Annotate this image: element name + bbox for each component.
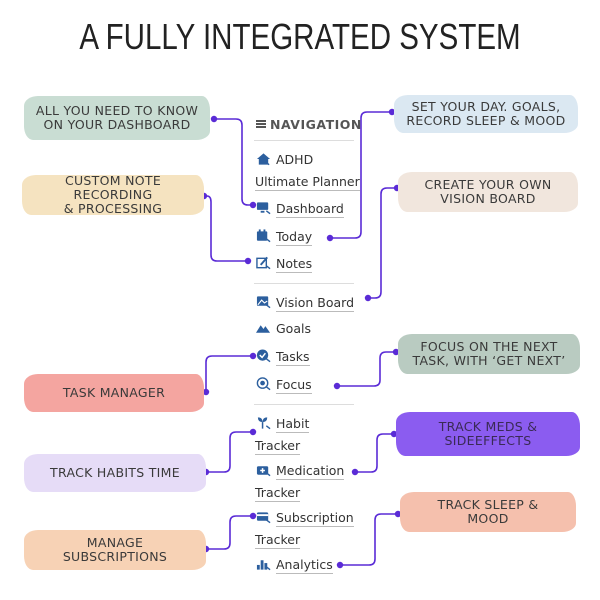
connector-meds xyxy=(355,433,394,473)
callout-tasks: TASK MANAGER xyxy=(24,374,204,412)
divider xyxy=(254,283,354,284)
nav-item-dashboard[interactable]: Dashboard xyxy=(256,201,344,218)
connector-today xyxy=(330,111,392,239)
calendar-icon xyxy=(256,229,271,243)
nav-item-today[interactable]: Today xyxy=(256,229,313,246)
card-icon xyxy=(256,512,271,524)
image-icon xyxy=(256,296,271,309)
nav-item-notes[interactable]: Notes xyxy=(256,256,313,273)
sprout-icon xyxy=(257,417,271,430)
nav-item-vision-board[interactable]: Vision Board xyxy=(256,295,355,312)
nav-item-analytics[interactable]: Analytics xyxy=(256,557,333,574)
monitor-icon xyxy=(256,202,271,215)
callout-focus: FOCUS ON THE NEXT TASK, WITH ‘GET NEXT’ xyxy=(398,334,580,374)
callout-notes: CUSTOM NOTE RECORDING & PROCESSING xyxy=(22,174,204,216)
divider xyxy=(254,140,354,141)
connector-tasks xyxy=(205,355,253,392)
nav-item-medication-tracker[interactable]: Medication Tracker xyxy=(255,463,345,502)
connector-subscriptions xyxy=(206,515,253,550)
menu-icon xyxy=(256,120,266,128)
edit-icon xyxy=(256,256,271,270)
callout-vision: CREATE YOUR OWN VISION BOARD xyxy=(398,172,578,212)
nav-item-adhd-planner[interactable]: ADHD Ultimate Planner xyxy=(255,152,360,191)
callout-today: SET YOUR DAY. GOALS, RECORD SLEEP & MOOD xyxy=(394,95,578,133)
connector-sleep xyxy=(340,513,398,566)
callout-sleep: TRACK SLEEP & MOOD xyxy=(400,492,576,532)
connector-notes xyxy=(204,195,248,262)
mountain-icon xyxy=(256,325,271,333)
connector-habits xyxy=(206,431,253,473)
check-circle-icon xyxy=(256,349,271,363)
callout-subscriptions: MANAGE SUBSCRIPTIONS xyxy=(24,530,206,570)
bar-chart-icon xyxy=(256,560,271,571)
nav-item-focus[interactable]: Focus xyxy=(256,377,312,394)
medkit-icon xyxy=(256,466,271,477)
connector-dashboard xyxy=(214,118,253,206)
home-icon xyxy=(256,153,271,166)
nav-item-tasks[interactable]: Tasks xyxy=(256,349,310,366)
connector-vision xyxy=(368,187,397,299)
divider xyxy=(254,404,354,405)
nav-item-goals[interactable]: Goals xyxy=(256,321,311,336)
nav-item-subscription-tracker[interactable]: Subscription Tracker xyxy=(255,510,354,549)
target-icon xyxy=(256,377,271,391)
callout-habits: TRACK HABITS TIME xyxy=(24,454,206,492)
nav-item-habit-tracker[interactable]: Habit Tracker xyxy=(255,416,310,455)
callout-meds: TRACK MEDS & SIDEEFFECTS xyxy=(396,412,580,456)
connector-focus xyxy=(337,351,396,387)
page-title: A FULLY INTEGRATED SYSTEM xyxy=(79,16,521,57)
callout-dashboard: ALL YOU NEED TO KNOW ON YOUR DASHBOARD xyxy=(24,96,210,140)
navigation-header: NAVIGATION xyxy=(256,117,362,132)
